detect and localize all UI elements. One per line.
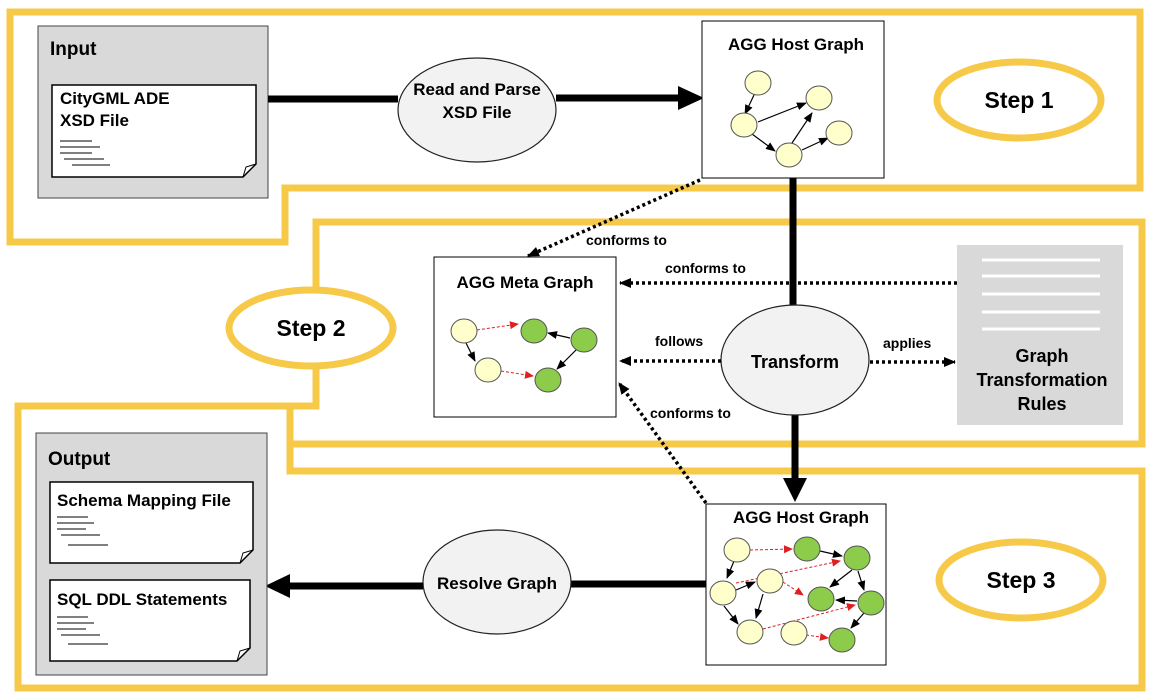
rules-line1: Graph	[1015, 346, 1068, 366]
label-applies: applies	[883, 335, 931, 351]
edge-host-conforms-meta	[527, 178, 701, 258]
host-graph-bottom-red-edges	[735, 545, 856, 641]
step2-label: Step 2	[276, 315, 345, 341]
read-parse-line2: XSD File	[443, 103, 512, 122]
output-title: Output	[48, 449, 111, 470]
step1-ellipse	[933, 58, 1105, 142]
host-graph-top-title: AGG Host Graph	[728, 35, 864, 54]
sql-ddl-document	[49, 579, 251, 662]
host-graph-top-nodes	[730, 70, 853, 168]
sql-ddl-label: SQL DDL Statements	[57, 590, 227, 609]
host-graph-bottom-nodes	[709, 536, 885, 653]
meta-graph-nodes	[450, 318, 598, 393]
rules-lines	[982, 258, 1100, 331]
input-title: Input	[50, 39, 97, 60]
schema-mapping-label: Schema Mapping File	[57, 491, 231, 510]
rules-line2: Transformation	[976, 370, 1107, 390]
rules-line3: Rules	[1017, 394, 1066, 414]
step2-ellipse	[225, 286, 397, 370]
host-graph-bottom-title: AGG Host Graph	[733, 508, 869, 527]
step3-ellipse	[935, 538, 1107, 622]
label-follows: follows	[655, 333, 703, 349]
step3-label: Step 3	[986, 567, 1055, 593]
xsd-file-document	[51, 84, 257, 178]
host-graph-top-graph	[744, 94, 829, 152]
step3-region	[14, 402, 1146, 692]
meta-graph-title: AGG Meta Graph	[457, 273, 594, 292]
read-parse-node	[397, 57, 557, 163]
host-graph-bottom-black-edges	[723, 550, 866, 629]
label-conforms-to-1: conforms to	[586, 232, 667, 248]
edge-host2-conforms-meta	[617, 381, 708, 505]
label-conforms-to-2: conforms to	[665, 260, 746, 276]
read-parse-line1: Read and Parse	[413, 80, 541, 99]
meta-graph-edges	[465, 321, 579, 379]
step1-label: Step 1	[984, 87, 1053, 113]
schema-mapping-document	[49, 481, 254, 564]
resolve-node	[422, 529, 572, 635]
resolve-label: Resolve Graph	[437, 574, 557, 593]
step1-region	[6, 8, 1144, 246]
xsd-file-line2: XSD File	[60, 111, 129, 130]
transform-label: Transform	[751, 352, 839, 372]
xsd-file-line1: CityGML ADE	[60, 89, 170, 108]
label-conforms-to-3: conforms to	[650, 405, 731, 421]
